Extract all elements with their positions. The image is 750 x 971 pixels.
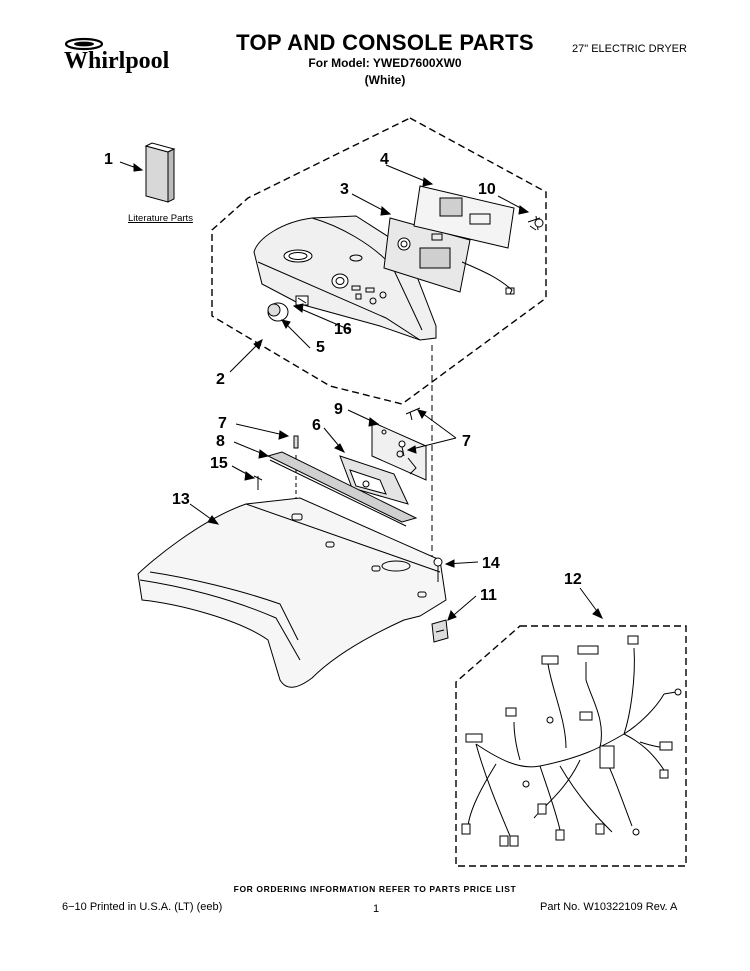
top-screw — [433, 557, 443, 582]
callout-10: 10 — [478, 181, 496, 198]
harness-group-boundary — [455, 625, 687, 867]
callout-2: 2 — [216, 371, 225, 388]
callout-9: 9 — [334, 401, 343, 418]
wiring-harness — [461, 635, 682, 847]
callout-8: 8 — [216, 433, 225, 450]
callout-7a: 7 — [218, 415, 227, 432]
model-color: (White) — [364, 73, 406, 87]
knob-insert — [295, 295, 309, 306]
literature-parts-label: Literature Parts — [128, 213, 193, 224]
callout-11: 11 — [480, 587, 497, 604]
ordering-info: FOR ORDERING INFORMATION REFER TO PARTS … — [233, 884, 517, 894]
part-number: Part No. W10322109 Rev. A — [540, 901, 678, 913]
callout-12: 12 — [564, 571, 582, 588]
leader-lines — [119, 161, 603, 621]
mounting-bracket — [371, 421, 427, 481]
selector-knob — [267, 302, 289, 322]
page-title: TOP AND CONSOLE PARTS — [236, 30, 534, 55]
print-info: 6−10 Printed in U.S.A. (LT) (eeb) — [62, 901, 223, 913]
callout-14: 14 — [482, 555, 500, 572]
callout-6: 6 — [312, 417, 321, 434]
bracket-screw — [293, 407, 421, 457]
callout-4: 4 — [380, 151, 389, 168]
console-group-boundary — [211, 117, 547, 405]
page-number: 1 — [373, 903, 380, 915]
dryer-top-panel — [137, 497, 447, 688]
whirlpool-logo: Whirlpool — [62, 36, 180, 76]
brand-wordmark: Whirlpool — [64, 48, 170, 74]
callout-13: 13 — [172, 491, 190, 508]
callout-15: 15 — [210, 455, 228, 472]
control-board — [383, 217, 471, 293]
literature-booklet — [144, 142, 176, 203]
console-screw — [527, 215, 544, 231]
callout-16: 16 — [334, 321, 352, 338]
top-hinge — [431, 619, 449, 643]
control-module — [339, 455, 409, 505]
callout-7b: 7 — [462, 433, 471, 450]
console-support-strip — [266, 451, 418, 527]
product-type: 27" ELECTRIC DRYER — [572, 43, 687, 55]
model-number: For Model: YWED7600XW0 — [308, 56, 462, 70]
callout-5: 5 — [316, 339, 325, 356]
user-interface-board — [413, 185, 515, 295]
callout-3: 3 — [340, 181, 349, 198]
callout-1: 1 — [104, 151, 113, 168]
wire-clip — [253, 475, 263, 490]
